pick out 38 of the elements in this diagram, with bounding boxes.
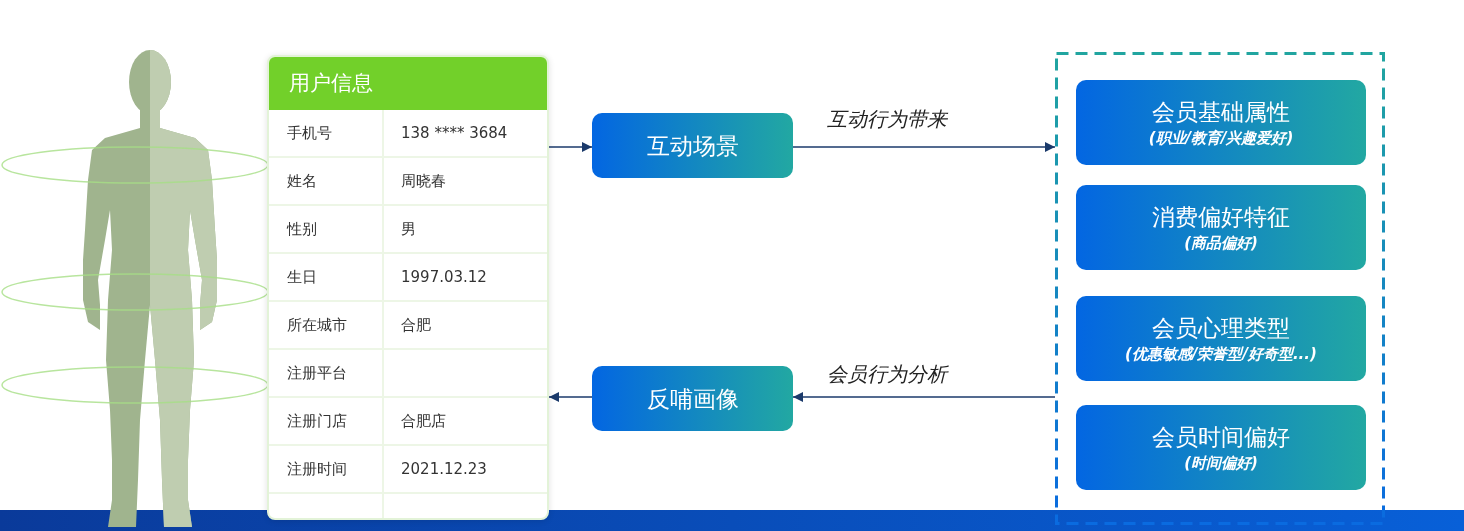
field-value: 周晓春 bbox=[401, 172, 446, 191]
box-subtitle: (职业/教育/兴趣爱好) bbox=[1148, 127, 1294, 149]
card-header: 用户信息 bbox=[269, 57, 547, 110]
attribute-box bbox=[1076, 80, 1366, 165]
field-value: 138 **** 3684 bbox=[401, 124, 508, 142]
arrow bbox=[548, 142, 593, 152]
field-label: 手机号 bbox=[287, 124, 332, 143]
arrow bbox=[548, 392, 593, 402]
user-info-card bbox=[267, 55, 549, 520]
attribute-box bbox=[1076, 185, 1366, 270]
box-subtitle: (优惠敏感/荣誉型/好奇型...) bbox=[1125, 343, 1317, 365]
box-title: 反哺画像 bbox=[646, 384, 739, 414]
field-value: 合肥 bbox=[401, 316, 431, 335]
attribute-box bbox=[1076, 405, 1366, 490]
field-label: 注册门店 bbox=[287, 412, 347, 431]
box-title: 互动场景 bbox=[646, 131, 739, 161]
box-title: 会员基础属性 bbox=[1152, 97, 1290, 127]
attribute-box bbox=[1076, 296, 1366, 381]
process-box bbox=[592, 366, 793, 431]
process-box bbox=[592, 113, 793, 178]
field-label: 所在城市 bbox=[287, 316, 347, 335]
field-label: 生日 bbox=[287, 268, 317, 287]
field-label: 性别 bbox=[287, 220, 317, 239]
field-value: 合肥店 bbox=[401, 412, 446, 431]
dashed-group-frame bbox=[1055, 52, 1385, 525]
box-title: 消费偏好特征 bbox=[1152, 202, 1290, 232]
box-title: 会员心理类型 bbox=[1152, 313, 1290, 343]
field-label: 注册平台 bbox=[287, 364, 347, 383]
field-value: 2021.12.23 bbox=[401, 460, 487, 478]
arrow bbox=[792, 392, 1056, 402]
field-value: 1997.03.12 bbox=[401, 268, 487, 286]
box-subtitle: (商品偏好) bbox=[1184, 232, 1258, 254]
box-subtitle: (时间偏好) bbox=[1184, 452, 1258, 474]
arrow bbox=[792, 142, 1056, 152]
field-label: 注册时间 bbox=[287, 460, 347, 479]
box-title: 会员时间偏好 bbox=[1152, 422, 1290, 452]
field-value: 男 bbox=[401, 220, 416, 239]
field-label: 姓名 bbox=[287, 172, 317, 191]
